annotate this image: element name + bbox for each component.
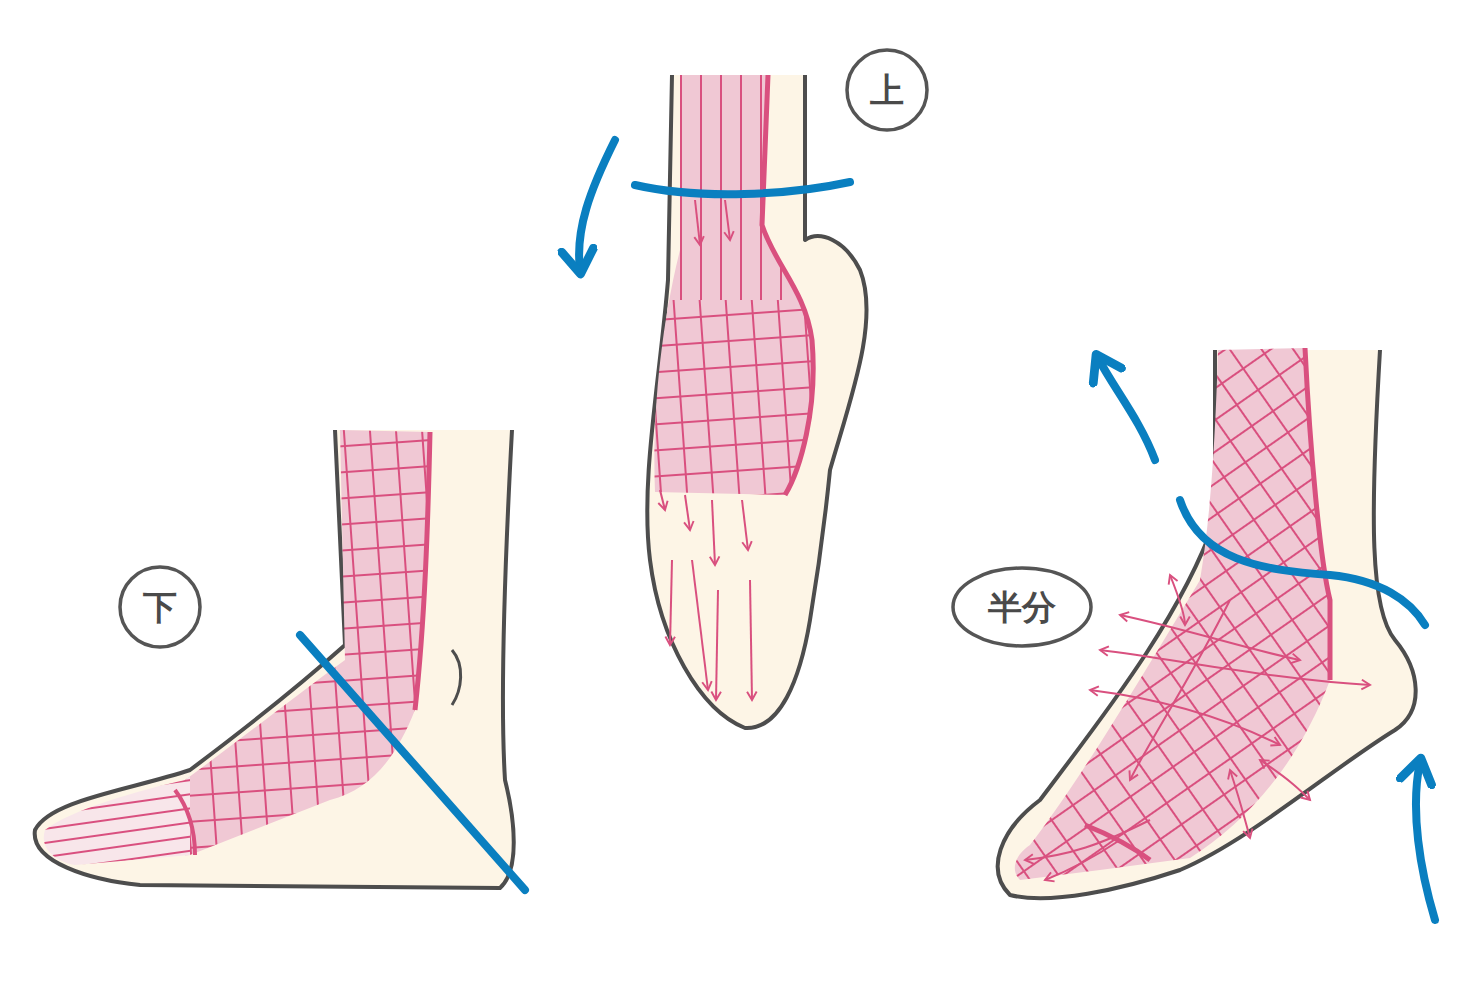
view-label: 下	[143, 590, 177, 624]
view-label: 半分	[988, 590, 1056, 624]
label-outline-shape	[847, 50, 927, 130]
top-foot	[579, 70, 867, 728]
view-label-circle: 上	[845, 48, 929, 132]
view-label-circle: 下	[118, 565, 202, 649]
view-label-ellipse: 半分	[951, 566, 1093, 648]
side-foot	[30, 420, 525, 890]
label-outline-shape	[120, 567, 200, 647]
label-outline-shape	[953, 568, 1091, 646]
view-label: 上	[870, 73, 904, 107]
